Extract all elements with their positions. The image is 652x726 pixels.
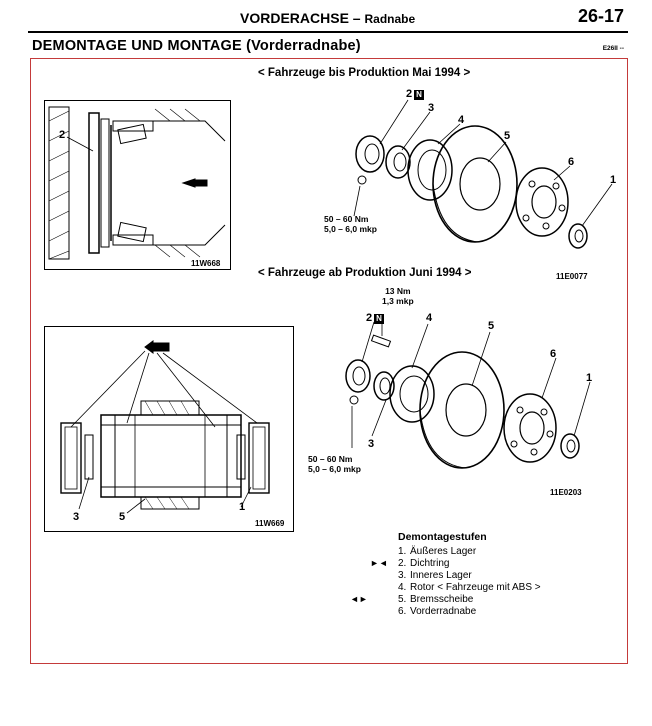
torque-spec-bolt: 13 Nm 1,3 mkp [382,286,414,306]
page-title: DEMONTAGE UND MONTAGE (Vorderradnabe) [32,38,361,54]
disassembly-steps: Demontagestufen 1.Äußeres Lager 2.Dichtr… [398,531,541,618]
step-item: 4.Rotor < Fahrzeuge mit ABS > [398,582,541,593]
hub-exploded-drawing-top [353,99,613,249]
torque-mkp-top: 5,0 – 6,0 mkp [324,224,377,234]
step-item: 2.Dichtring [398,558,450,569]
detail-label-5-bottom: 5 [119,511,126,523]
header-rule [28,31,628,33]
section-header: VORDERACHSE – Radnabe [240,10,415,26]
detail-label-2: 2 [59,129,66,141]
part-label-5-bottom: 5 [488,320,495,332]
section-separator: – [352,10,361,26]
n-marker-bottom: N [374,314,384,324]
figure-code-left-top: 11W668 [191,259,221,268]
figure-code-right-top: 11E0077 [556,272,588,281]
part-label-5-top: 5 [504,130,511,142]
part-label-3-bottom: 3 [368,438,375,450]
torque-spec-bottom: 50 – 60 Nm 5,0 – 6,0 mkp [308,454,361,474]
part-label-6-bottom: 6 [550,348,557,360]
marker-step-2: ►◄ [370,558,388,568]
section-title: VORDERACHSE [240,10,349,26]
subsection-title: Radnabe [364,12,416,26]
torque-nm-top: 50 – 60 Nm [324,214,369,224]
variant-label-top: < Fahrzeuge bis Produktion Mai 1994 > [258,67,471,79]
part-label-4-bottom: 4 [426,312,433,324]
detail-label-3-bottom: 3 [73,511,80,523]
variant-label-bottom: < Fahrzeuge ab Produktion Juni 1994 > [258,267,472,279]
figure-code-right-bottom: 11E0203 [550,488,582,497]
part-label-1-bottom: 1 [586,372,593,384]
detail-figure-top: 2 11W668 [44,100,231,270]
detail-figure-bottom: 3 5 1 11W669 [44,326,294,532]
torque-nm-bottom: 50 – 60 Nm [308,454,353,464]
torque-mkp-bottom: 5,0 – 6,0 mkp [308,464,361,474]
bearing-seal-detail-drawing [48,106,226,260]
torque-spec-top: 50 – 60 Nm 5,0 – 6,0 mkp [324,214,377,234]
torque-bolt-mkp: 1,3 mkp [382,296,414,306]
marker-step-5: ◄► [350,594,368,604]
torque-bolt-nm: 13 Nm [385,286,411,296]
page-number: 26-17 [577,6,624,26]
detail-label-1-bottom: 1 [239,501,246,513]
document-code: E26II -- [602,45,624,52]
steps-title: Demontagestufen [398,531,487,543]
step-item: 3.Inneres Lager [398,570,472,581]
figure-code-left-bottom: 11W669 [255,519,285,528]
bearing-press-detail-drawing [60,340,270,514]
part-label-6-top: 6 [568,156,575,168]
n-marker-top: N [414,90,424,100]
part-label-4-top: 4 [458,114,465,126]
part-label-1-top: 1 [610,174,617,186]
hub-exploded-drawing-bottom [345,314,591,469]
step-item: 6.Vorderradnabe [398,606,477,617]
part-label-3-top: 3 [428,102,435,114]
step-item: 1.Äußeres Lager [398,546,477,557]
content-frame [30,58,628,664]
step-item: 5.Bremsscheibe [398,594,474,605]
